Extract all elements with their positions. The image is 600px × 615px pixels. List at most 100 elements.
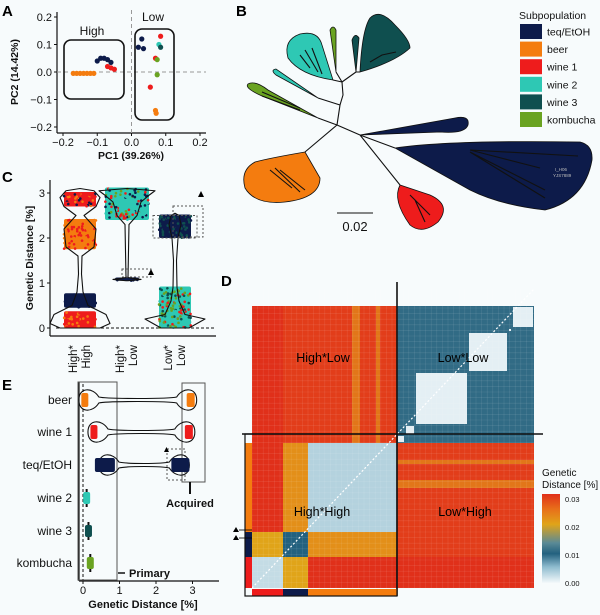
x-tick-label: 0.0 (124, 137, 139, 149)
data-point (187, 294, 190, 297)
data-point (62, 194, 66, 198)
data-point (173, 301, 177, 305)
data-point (163, 288, 167, 292)
y-tick-label: 0.1 (37, 40, 52, 52)
data-point (161, 300, 164, 303)
data-point (143, 204, 147, 207)
group-bar (245, 443, 252, 532)
data-point (161, 233, 165, 237)
clade-wine-3 (359, 13, 411, 73)
data-point (76, 305, 79, 308)
data-point (133, 195, 137, 199)
data-point (106, 194, 110, 197)
data-point (144, 217, 147, 220)
acquired-distance-box (171, 458, 190, 472)
violin-outline (98, 187, 156, 282)
y-tick-label: 0 (39, 323, 45, 335)
data-point (91, 301, 95, 304)
data-point (90, 231, 93, 235)
data-point (127, 215, 131, 218)
heatmap-cell (352, 306, 360, 443)
data-point (65, 311, 68, 314)
point-cluster (159, 286, 191, 328)
data-point (70, 193, 74, 197)
data-point (91, 228, 94, 232)
data-point (182, 323, 186, 327)
data-point (180, 233, 184, 237)
data-point (70, 222, 74, 225)
data-point (173, 216, 176, 219)
category-label: wine 2 (36, 491, 72, 505)
data-point (110, 194, 113, 198)
y-axis-label: Genetic Distance [%] (24, 206, 36, 310)
data-point (160, 290, 163, 294)
data-point (136, 202, 139, 206)
x-tick-label: Low (128, 344, 140, 366)
legend-label: wine 1 (546, 62, 578, 74)
data-point (161, 306, 164, 309)
violin-outline (87, 421, 196, 443)
data-point (137, 199, 140, 203)
point-cluster (159, 214, 191, 238)
data-point (83, 324, 87, 328)
data-point (158, 299, 161, 303)
data-point (119, 203, 122, 207)
data-point (183, 291, 187, 295)
legend-swatch (520, 24, 542, 39)
data-point (187, 221, 191, 224)
data-point (183, 308, 186, 311)
primary-box (77, 381, 118, 581)
data-point (158, 33, 164, 39)
data-point (86, 245, 90, 249)
data-point (176, 306, 180, 309)
data-point (124, 192, 127, 195)
data-point (80, 239, 84, 242)
data-point (187, 308, 190, 311)
data-point (89, 324, 92, 327)
clade-wine-2-small (272, 68, 319, 99)
data-point (124, 213, 128, 216)
data-point (174, 309, 178, 313)
heatmap-cell (397, 557, 534, 588)
data-point (81, 317, 85, 320)
x-tick-label: 3 (189, 585, 195, 597)
data-point (136, 190, 140, 193)
data-point (179, 315, 182, 318)
data-point (127, 277, 130, 281)
low-group-label: Low (142, 10, 164, 24)
data-point (105, 208, 109, 211)
violin-outline (49, 187, 111, 329)
data-point (119, 189, 123, 193)
data-point (143, 212, 147, 216)
data-point (162, 218, 166, 221)
data-point (179, 287, 183, 290)
legend-label: teq/EtOH (547, 27, 590, 39)
data-point (126, 218, 129, 221)
triangle-marker (164, 447, 169, 452)
quadrant-label-low-high: Low*High (438, 505, 492, 519)
data-point (174, 294, 177, 297)
y-tick-label: −0.1 (30, 95, 52, 107)
data-point (75, 229, 79, 233)
data-point (114, 191, 118, 195)
heatmap-cell (308, 532, 397, 557)
data-point (176, 222, 180, 225)
data-point (160, 288, 163, 292)
panel-label-c: C (2, 169, 13, 186)
data-point (70, 225, 74, 229)
data-point (78, 192, 81, 196)
data-point (84, 239, 87, 242)
data-point (78, 296, 82, 299)
data-point (86, 321, 90, 324)
data-point (189, 219, 193, 222)
data-point (85, 228, 89, 231)
data-point (91, 315, 94, 318)
data-point (78, 231, 82, 235)
legend-label: wine 2 (546, 79, 578, 91)
data-point (111, 66, 117, 72)
data-point (159, 224, 162, 228)
data-point (171, 307, 175, 310)
data-point (70, 239, 73, 243)
data-point (171, 315, 174, 319)
